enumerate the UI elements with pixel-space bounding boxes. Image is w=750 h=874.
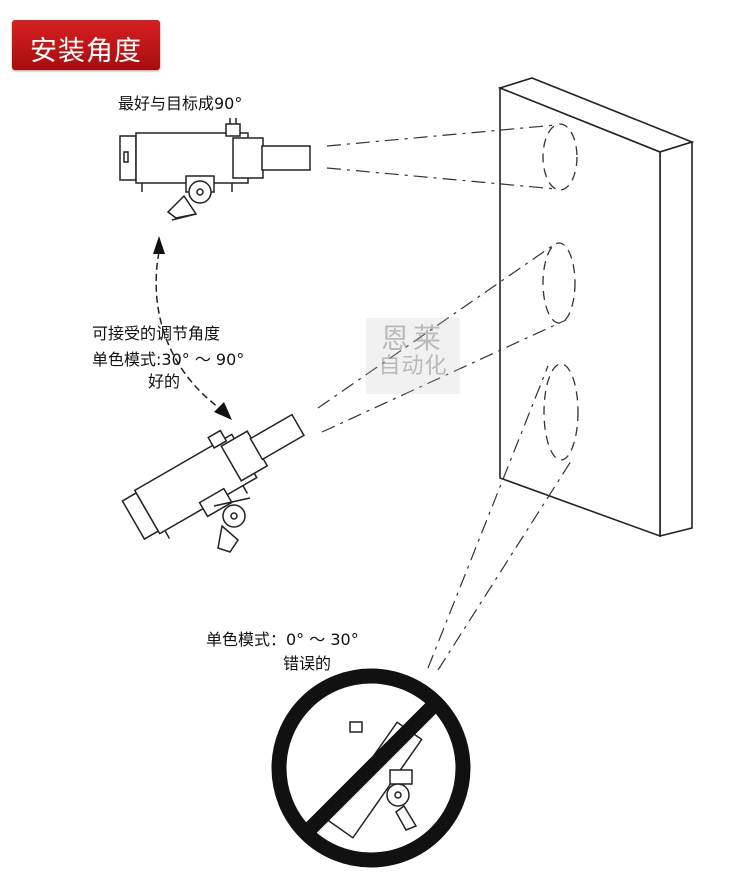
watermark-line-1: 恩莱: [380, 322, 445, 355]
prohibition-icon: [271, 668, 471, 868]
target-spot-wrong: [543, 363, 579, 461]
watermark-line-2: 自动化: [378, 353, 448, 379]
target-spots: [542, 123, 579, 461]
arrow-head-up: [153, 236, 165, 254]
section-title: 安装角度: [30, 36, 142, 67]
wrong-mode-label: 单色模式：0° ～ 30°: [206, 630, 359, 649]
sensor-icon: [119, 118, 311, 221]
sensor-mount: [213, 497, 251, 553]
arrow-icon: [155, 251, 223, 411]
target-spot-90: [542, 123, 578, 191]
best-angle-label: 最好与目标成90°: [118, 94, 243, 113]
acceptable-mode-label: 单色模式:30° ～ 90°: [92, 350, 245, 369]
beam-lines: [317, 124, 574, 671]
section-title-badge: 安装角度: [12, 20, 160, 70]
acceptable-good-label: 好的: [148, 372, 181, 391]
watermark: 恩莱 自动化: [366, 318, 460, 394]
arrow-head-down: [214, 402, 232, 420]
target-wall: [497, 77, 695, 538]
wrong-label: 错误的: [283, 654, 332, 673]
target-spot-acceptable: [542, 242, 576, 324]
acceptable-angle-label: 可接受的调节角度: [92, 324, 221, 343]
sensor-icon: [121, 413, 305, 541]
